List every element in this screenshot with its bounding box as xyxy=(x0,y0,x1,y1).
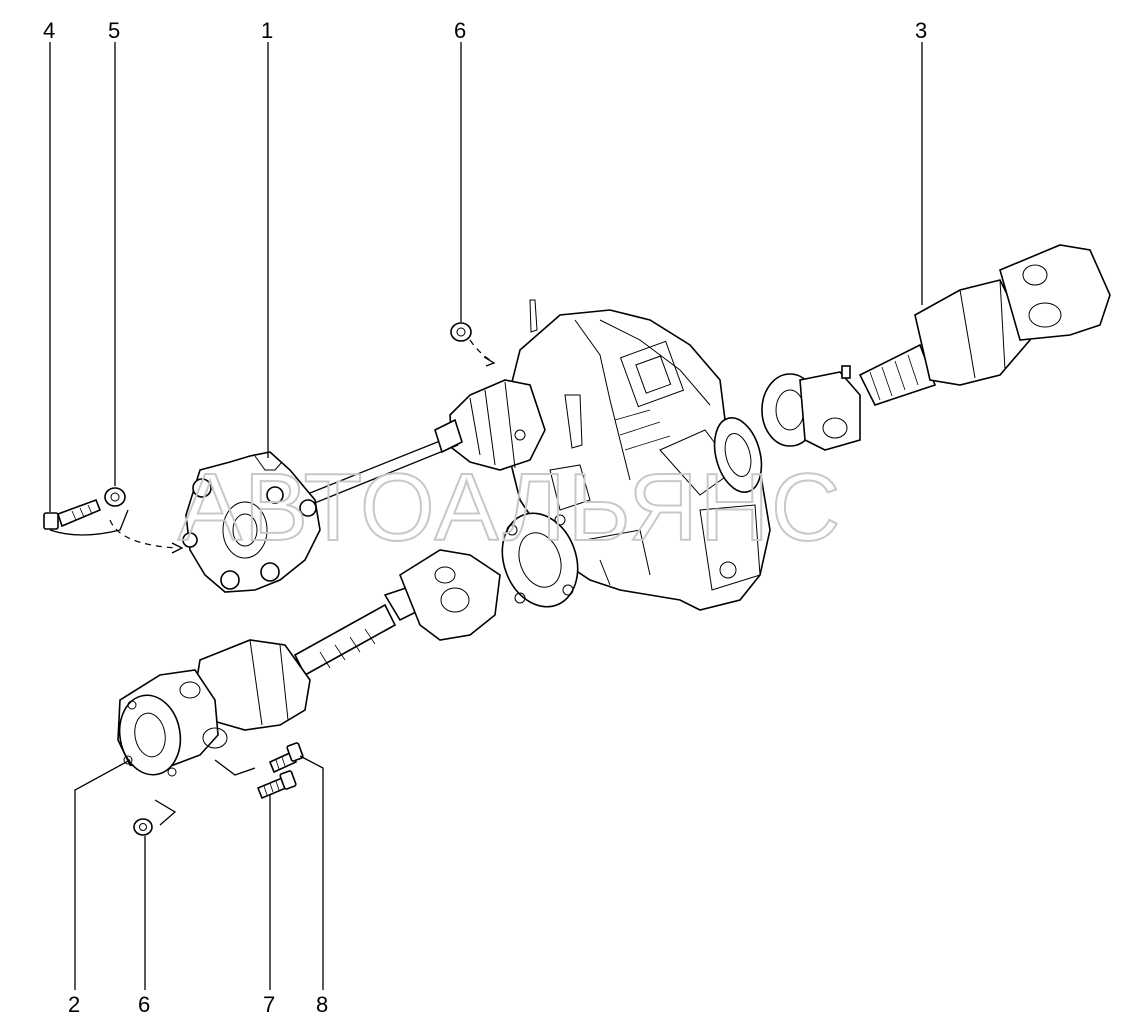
part-4-bolt xyxy=(43,498,102,530)
callout-5: 5 xyxy=(108,18,120,43)
arrowhead-coupling xyxy=(171,542,184,554)
part-7-bolt xyxy=(256,770,297,800)
callout-6-bottom: 6 xyxy=(138,992,150,1017)
callout-2: 2 xyxy=(68,992,80,1017)
bracket-6-bottom xyxy=(154,799,177,826)
callout-6-top: 6 xyxy=(454,18,466,43)
leader-lines xyxy=(49,42,923,990)
callout-1: 1 xyxy=(261,18,273,43)
part-3-rear-shaft xyxy=(761,244,1111,451)
part-2-front-shaft xyxy=(117,549,501,777)
callout-7: 7 xyxy=(263,992,275,1017)
part-6-nut-bottom xyxy=(133,818,153,836)
part-8-bolt xyxy=(268,742,304,774)
callout-8: 8 xyxy=(316,992,328,1017)
bracket-4-5 xyxy=(49,509,129,536)
arrow-to-case xyxy=(469,339,491,361)
transfer-case xyxy=(449,299,771,611)
callout-3: 3 xyxy=(915,18,927,43)
part-6-nut-top xyxy=(450,322,472,342)
callout-4: 4 xyxy=(43,18,55,43)
arrowhead-case xyxy=(483,356,496,367)
arrow-to-coupling xyxy=(109,519,179,549)
bracket-7-8 xyxy=(214,759,256,776)
watermark-text: АВТОАЛЬЯНС xyxy=(178,454,842,561)
part-5-nut xyxy=(104,487,126,507)
part-1-elastic-coupling xyxy=(182,418,463,593)
